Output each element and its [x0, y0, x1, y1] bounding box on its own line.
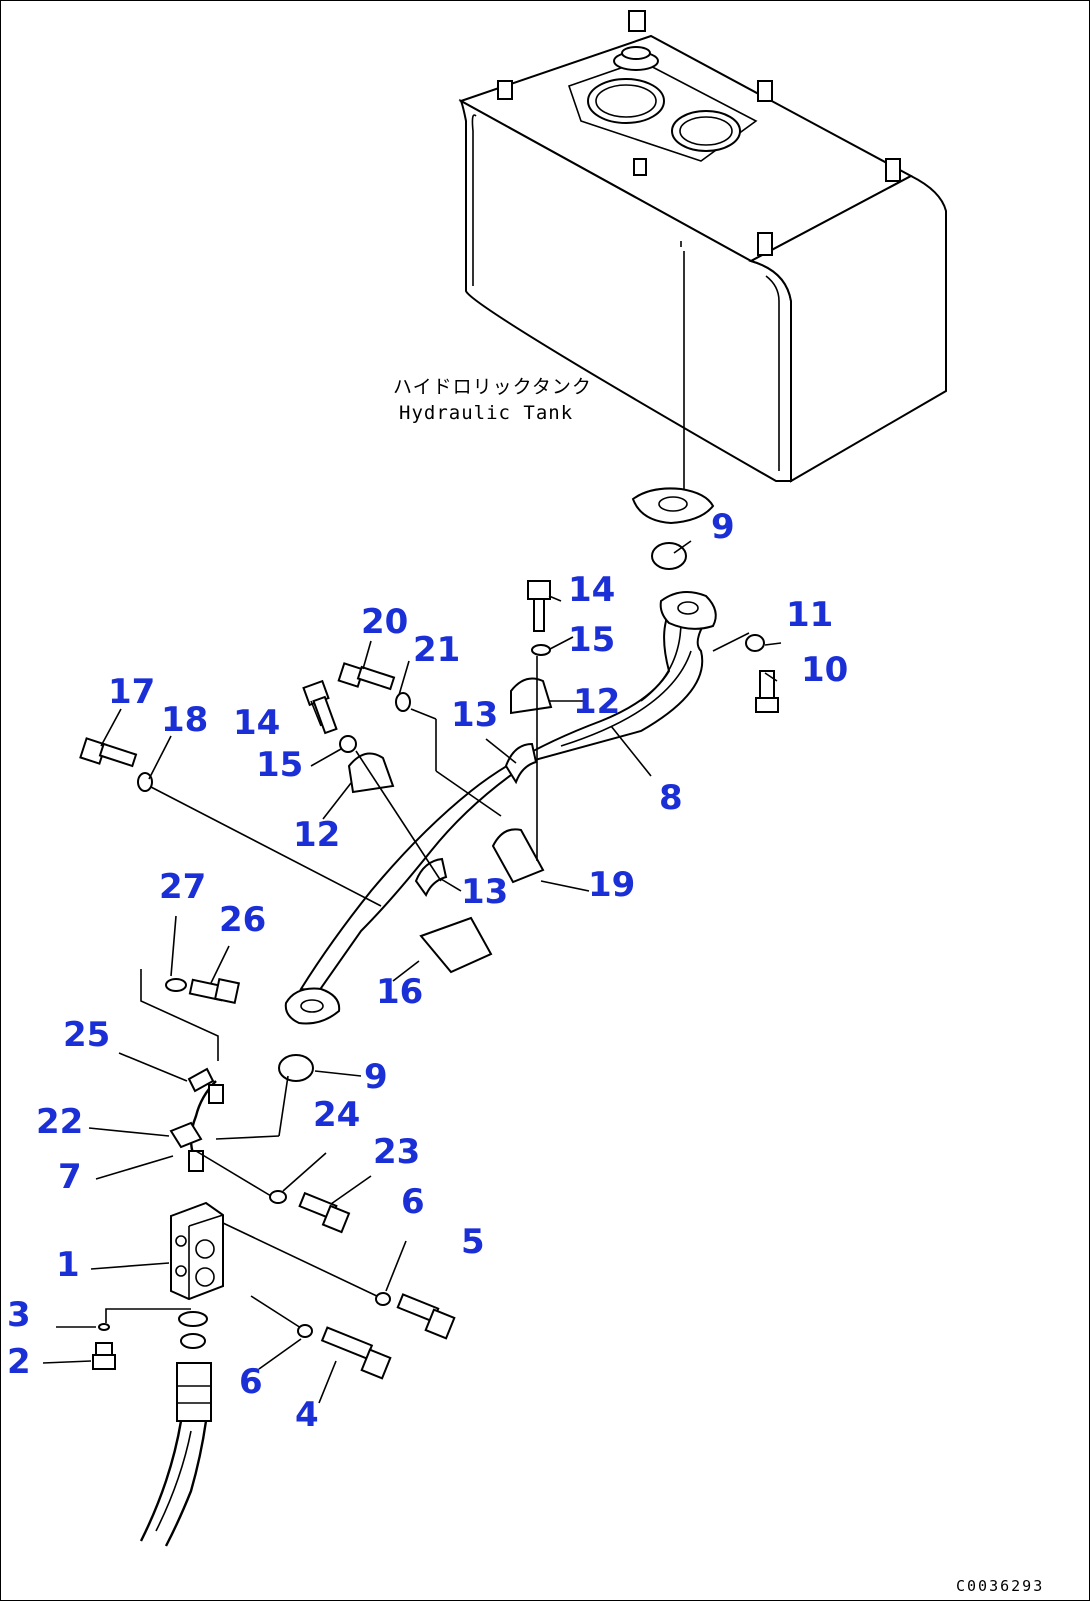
callout-9-top: 9 — [711, 507, 735, 547]
callout-27: 27 — [159, 867, 206, 907]
callout-13-upper: 13 — [451, 695, 498, 735]
callout-3: 3 — [7, 1295, 31, 1335]
bolt-10 — [755, 670, 779, 713]
washer-18 — [137, 772, 153, 792]
callout-6-lower: 6 — [239, 1362, 263, 1402]
bolt-14-mid — [302, 679, 338, 735]
o-ring-9-top — [651, 542, 687, 570]
drawing-code: C0036293 — [956, 1577, 1044, 1595]
callout-2: 2 — [7, 1342, 31, 1382]
tank-label-jp: ハイドロリックタンク — [393, 376, 592, 398]
plug-2 — [92, 1342, 116, 1370]
callout-leaders — [42, 540, 782, 1404]
callout-8: 8 — [659, 778, 683, 818]
callout-25: 25 — [63, 1015, 110, 1055]
suction-pipe — [284, 591, 717, 1025]
washer-15-upper — [531, 644, 551, 656]
callout-18: 18 — [161, 700, 208, 740]
callout-5: 5 — [461, 1222, 485, 1262]
callout-20: 20 — [361, 602, 408, 642]
washer-6-lower — [297, 1324, 313, 1338]
bracket-19 — [491, 828, 545, 884]
washer-11 — [745, 634, 765, 652]
washer-3 — [98, 1323, 110, 1331]
callout-7: 7 — [58, 1157, 82, 1197]
callout-1: 1 — [56, 1245, 80, 1285]
callout-22: 22 — [36, 1102, 83, 1142]
callout-9-bottom: 9 — [364, 1057, 388, 1097]
callout-19: 19 — [588, 865, 635, 905]
washer-21 — [395, 692, 411, 712]
callout-11: 11 — [786, 595, 833, 635]
callout-26: 26 — [219, 900, 266, 940]
callout-16: 16 — [376, 972, 423, 1012]
callout-15-upper: 15 — [568, 620, 615, 660]
clamp-13-upper — [504, 742, 538, 785]
bolt-14-upper — [527, 580, 551, 632]
callout-21: 21 — [413, 630, 460, 670]
bracket-16 — [419, 916, 493, 974]
callout-24: 24 — [313, 1095, 360, 1135]
bracket-12-upper — [510, 677, 553, 715]
tank-label-en: Hydraulic Tank — [399, 402, 573, 424]
bolt-23 — [298, 1191, 351, 1234]
clamp-13-lower — [414, 857, 448, 898]
washer-24 — [269, 1190, 287, 1204]
o-ring-9-bottom — [278, 1054, 314, 1082]
valve-block-1 — [170, 1201, 224, 1301]
clip-25 — [187, 1067, 215, 1093]
hydraulic-tank — [458, 10, 947, 483]
washer-15-mid — [339, 735, 357, 753]
callout-6-upper: 6 — [401, 1182, 425, 1222]
callout-15-mid: 15 — [256, 745, 303, 785]
bolt-20 — [337, 662, 396, 691]
bolt-5 — [396, 1293, 456, 1340]
washer-27 — [165, 978, 187, 992]
callout-17: 17 — [108, 672, 155, 712]
hose-lower — [139, 1311, 212, 1547]
sensor-7 — [169, 1080, 224, 1172]
bolt-26 — [188, 977, 241, 1005]
callout-14-upper: 14 — [568, 570, 615, 610]
callout-4: 4 — [295, 1395, 319, 1435]
callout-12-upper: 12 — [573, 682, 620, 722]
bolt-4 — [320, 1326, 392, 1380]
callout-13-lower: 13 — [461, 872, 508, 912]
callout-23: 23 — [373, 1132, 420, 1172]
bolt-17 — [79, 737, 138, 768]
callout-10: 10 — [801, 650, 848, 690]
tank-outlet-flange — [631, 487, 715, 525]
callout-12-lower: 12 — [293, 815, 340, 855]
washer-6-upper — [375, 1292, 391, 1306]
callout-14-mid: 14 — [233, 703, 280, 743]
